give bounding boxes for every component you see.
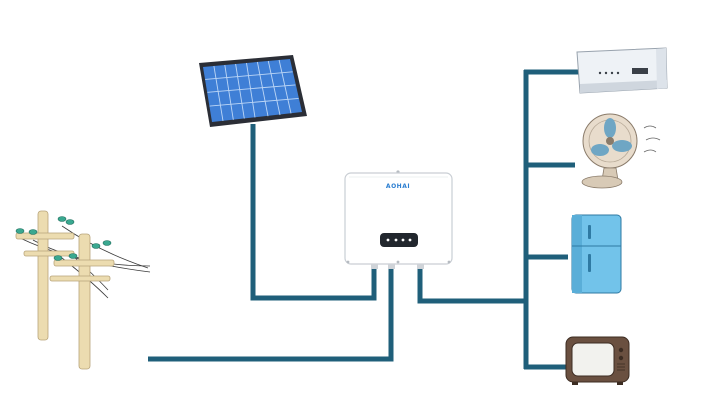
inverter-icon: AOHAI <box>344 170 453 269</box>
utility-pole-icon <box>15 210 151 370</box>
cable-inverter-to-loads <box>417 268 526 304</box>
air-conditioner-icon <box>576 47 668 94</box>
cables <box>148 69 580 370</box>
refrigerator-icon <box>571 214 622 294</box>
cable-solar-to-inverter <box>250 124 377 301</box>
inverter-display <box>380 233 418 247</box>
inverter-brand-label: AOHAI <box>386 183 410 190</box>
television-icon <box>565 336 630 385</box>
cable-grid-to-inverter <box>148 268 394 362</box>
electric-fan-icon <box>581 113 661 189</box>
solar-panel-icon <box>199 55 307 127</box>
